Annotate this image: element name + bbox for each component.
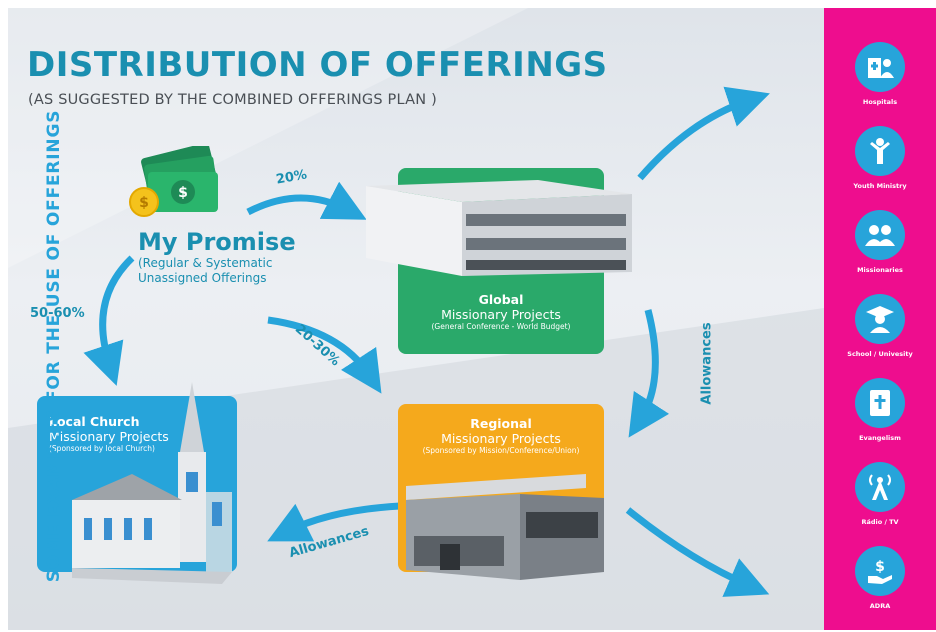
use-label: Hospitals [862,98,898,106]
use-label: Missionaries [857,266,903,274]
page-title: DISTRIBUTION OF OFFERINGS [27,45,608,85]
global-label: Global Missionary Projects (General Conf… [398,292,604,331]
arrow-regional-to-local [267,502,401,542]
church-building [72,382,232,584]
regional-title: Regional [470,416,532,431]
promise-sub-line2: Unassigned Offerings [138,271,267,285]
arrow-to-local [83,255,135,386]
use-label: ADRA [869,602,891,610]
use-item-radio: Rádio / TV [824,462,936,526]
global-line: Missionary Projects [441,307,561,322]
regional-building [406,474,604,580]
global-building [366,180,632,276]
regional-label: Regional Missionary Projects (Sponsored … [398,416,604,455]
svg-text:$: $ [875,559,885,575]
use-item-missionaries: Missionaries [824,210,936,274]
promise-title: My Promise [138,228,296,256]
allowances-label-right: Allowances [699,322,715,405]
arrow-global-to-regional [628,309,670,438]
promise-description: (Regular & Systematic Unassigned Offerin… [138,256,298,286]
use-item-evangelism: Evangelism [824,378,936,442]
use-label: Rádio / TV [861,518,899,526]
global-title: Global [478,292,524,307]
local-detail: (Sponsored by local Church) [49,444,155,453]
uses-list: Hospitals Youth Ministry Missionaries Sc… [824,0,936,632]
bible-icon [855,378,905,428]
radio-tower-icon [855,462,905,512]
missionaries-icon [855,210,905,260]
use-label: School / Univesity [847,350,913,358]
use-label: Evangelism [859,434,901,442]
use-item-school: School / Univesity [824,294,936,358]
graduate-icon [855,294,905,344]
arrow-global-to-uses [637,86,770,181]
use-label: Youth Ministry [853,182,907,190]
svg-text:$: $ [139,195,149,211]
page-subtitle: (AS SUGGESTED BY THE COMBINED OFFERINGS … [28,92,437,108]
local-label: Local Church Missionary Projects (Sponso… [49,414,237,453]
donation-icon: $ [855,546,905,596]
regional-detail: (Sponsored by Mission/Conference/Union) [422,446,580,455]
use-item-adra: $ ADRA [824,546,936,610]
youth-icon [855,126,905,176]
use-item-hospitals: Hospitals [824,42,936,106]
svg-text:$: $ [178,185,188,201]
local-line: Missionary Projects [49,429,169,444]
local-title: Local Church [49,414,140,429]
regional-line: Missionary Projects [441,431,561,446]
money-icon: $ $ [129,146,218,217]
promise-sub-line1: (Regular & Systematic [138,256,273,270]
arrow-to-regional [267,316,382,394]
sidebar-title: SOME EXAMPLES FOR THE USE OF OFFERINGS [44,109,64,583]
hospital-icon [855,42,905,92]
arrow-to-global [246,181,367,220]
global-detail: (General Conference - World Budget) [431,322,571,331]
arrow-regional-to-uses [625,507,770,597]
use-item-youth: Youth Ministry [824,126,936,190]
percentage-local: 50-60% [30,306,85,321]
